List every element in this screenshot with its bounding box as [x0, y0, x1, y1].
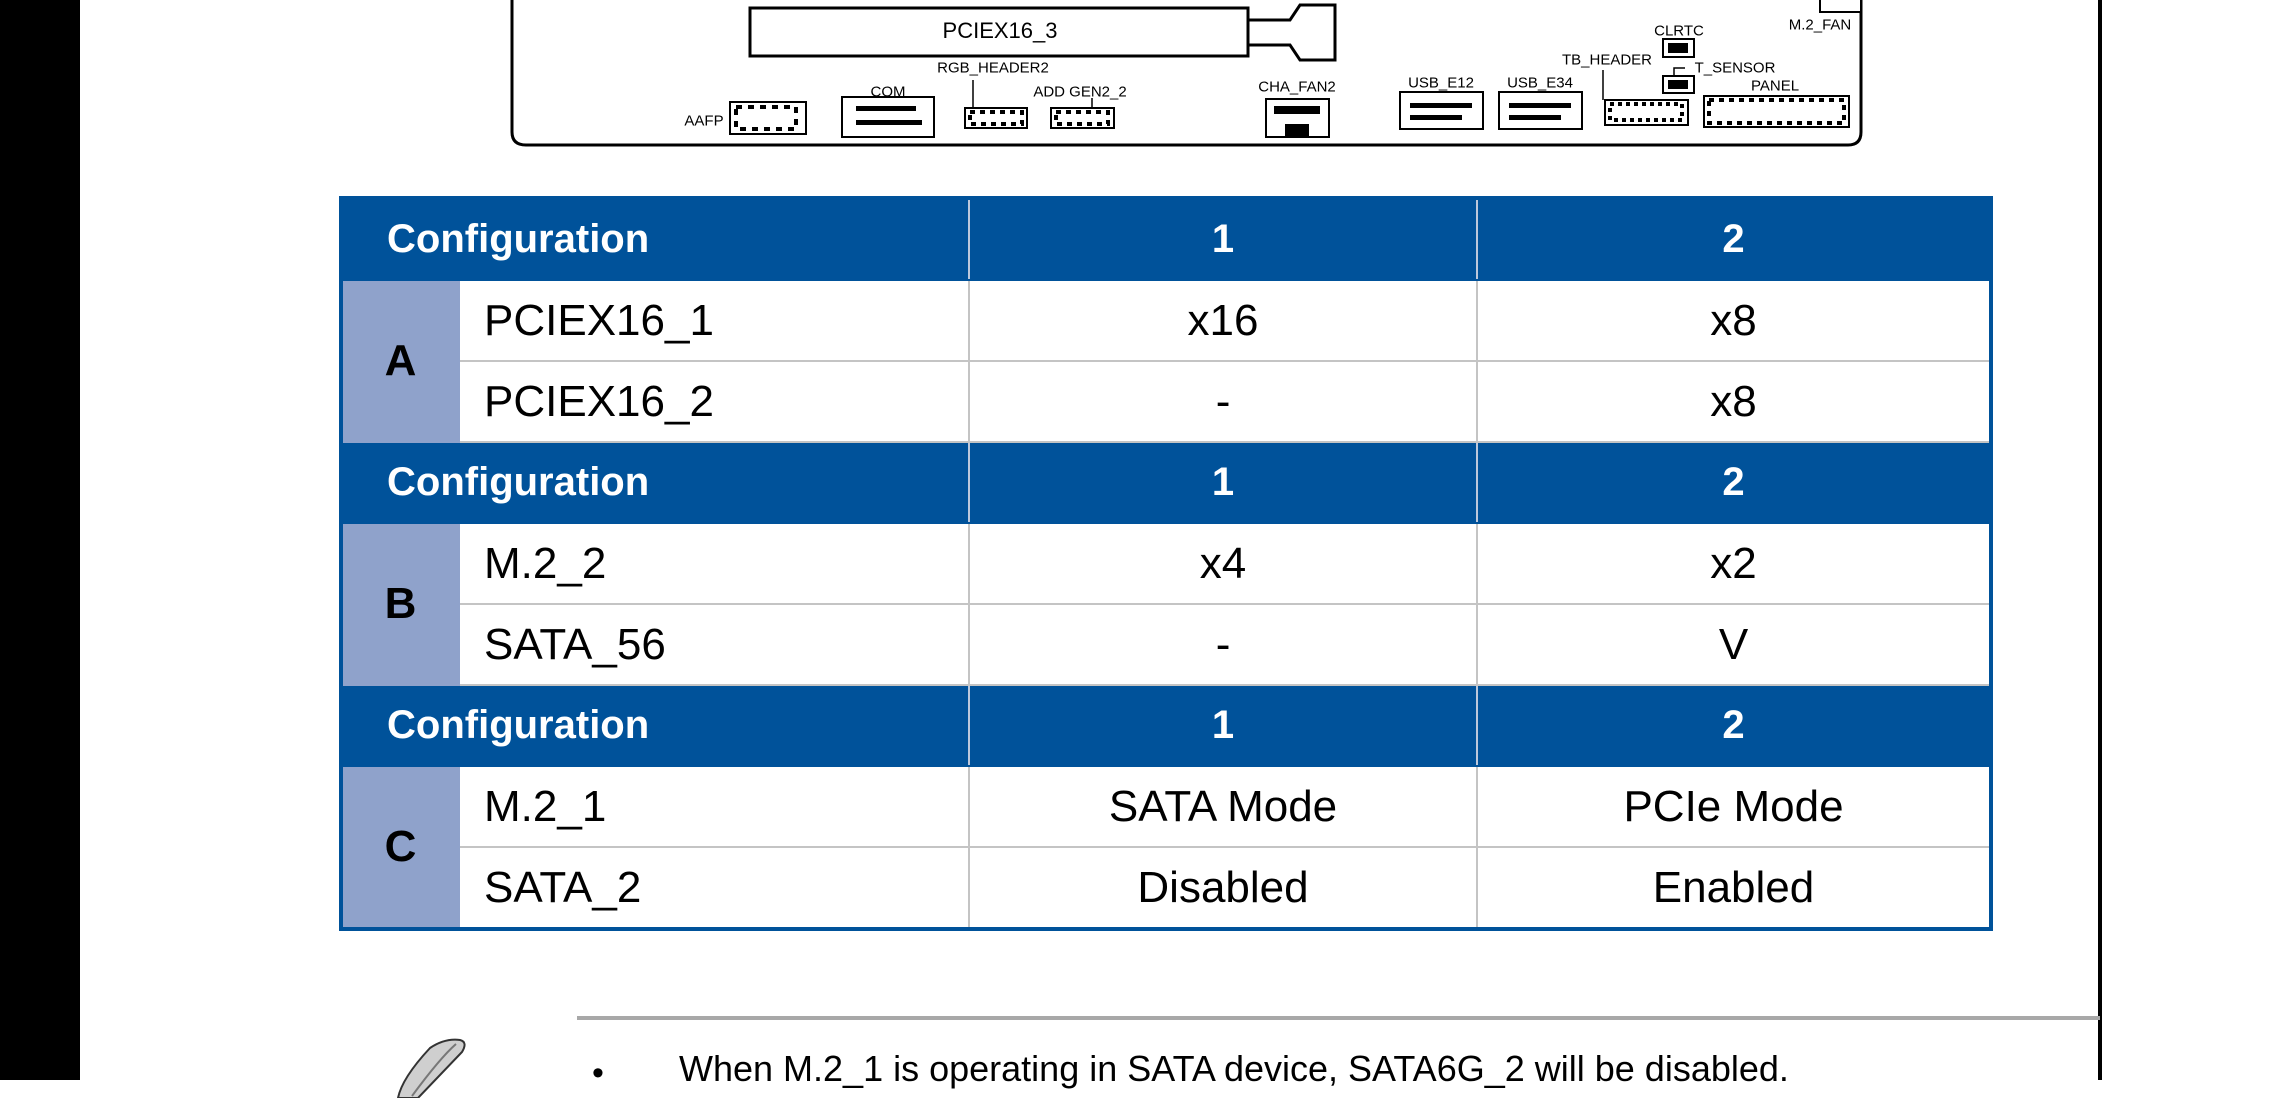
- label-panel: PANEL: [1750, 77, 1800, 95]
- label-usb-e12: USB_E12: [1408, 74, 1474, 92]
- cell-config-1: Disabled: [968, 846, 1479, 930]
- header-col-2: 2: [1476, 684, 1993, 767]
- row-name: PCIEX16_1: [457, 279, 971, 362]
- header-col-1: 1: [968, 441, 1479, 524]
- header-col-2: 2: [1476, 197, 1993, 281]
- row-name: M.2_1: [457, 765, 971, 848]
- label-rgb-header2: RGB_HEADER2: [937, 59, 1049, 77]
- cell-config-2: V: [1476, 603, 1993, 686]
- label-tb-header: TB_HEADER: [1561, 51, 1653, 69]
- note-pen-icon: [396, 1038, 466, 1098]
- header-configuration: Configuration: [339, 441, 971, 524]
- section-header-row: Configuration 1 2: [339, 197, 1993, 281]
- label-clrtc: CLRTC: [1654, 22, 1704, 40]
- slot-label-pciex16-3: PCIEX16_3: [942, 18, 1058, 43]
- header-configuration: Configuration: [339, 684, 971, 767]
- section-letter: C: [339, 765, 460, 930]
- table-row: C M.2_1 SATA Mode PCIe Mode: [339, 765, 1993, 930]
- left-dark-margin: [0, 0, 80, 1080]
- table-row: A PCIEX16_1 x16 x8: [339, 279, 1993, 443]
- row-name: SATA_2: [457, 846, 971, 930]
- header-configuration: Configuration: [339, 197, 971, 281]
- section-letter: A: [339, 279, 460, 443]
- section-letter: B: [339, 522, 460, 686]
- table-row: SATA_2 Disabled Enabled: [341, 846, 1993, 930]
- table-row: SATA_56 - V: [341, 603, 1993, 686]
- cell-config-1: x16: [968, 279, 1479, 362]
- header-col-1: 1: [968, 684, 1479, 767]
- label-com: COM: [870, 83, 906, 101]
- cell-config-2: x8: [1476, 360, 1993, 443]
- label-aafp: AAFP: [684, 112, 724, 130]
- row-name: PCIEX16_2: [457, 360, 971, 443]
- page-right-border: [2098, 0, 2102, 1080]
- table-row: PCIEX16_2 - x8: [341, 360, 1993, 443]
- header-col-1: 1: [968, 197, 1479, 281]
- row-name: M.2_2: [457, 522, 971, 605]
- row-name: SATA_56: [457, 603, 971, 686]
- cell-config-1: SATA Mode: [968, 765, 1479, 848]
- board-outline: [510, 0, 1863, 147]
- note-bullet: •: [592, 1054, 604, 1092]
- table-row: B M.2_2 x4 x2: [339, 522, 1993, 686]
- section-header-row: Configuration 1 2: [339, 684, 1993, 767]
- cell-config-1: -: [968, 360, 1479, 443]
- note-text: When M.2_1 is operating in SATA device, …: [679, 1048, 1789, 1089]
- configuration-table: Configuration 1 2 A PCIEX16_1 x16 x8 PCI…: [339, 196, 1994, 931]
- section-header-row: Configuration 1 2: [339, 441, 1993, 524]
- cell-config-2: Enabled: [1476, 846, 1993, 930]
- cell-config-2: x8: [1476, 279, 1993, 362]
- cell-config-2: PCIe Mode: [1476, 765, 1993, 848]
- label-m2-fan: M.2_FAN: [1788, 16, 1852, 34]
- label-usb-e34: USB_E34: [1507, 74, 1573, 92]
- cell-config-1: x4: [968, 522, 1479, 605]
- label-cha-fan2: CHA_FAN2: [1258, 78, 1336, 96]
- label-t-sensor: T_SENSOR: [1694, 59, 1776, 77]
- cell-config-1: -: [968, 603, 1479, 686]
- motherboard-layout-diagram: PCIEX16_3 RGB_HEADER2 COM ADD GEN2_2 AAF…: [0, 0, 2280, 160]
- cell-config-2: x2: [1476, 522, 1993, 605]
- label-add-gen2-2: ADD GEN2_2: [1033, 83, 1127, 101]
- header-col-2: 2: [1476, 441, 1993, 524]
- note-separator: [577, 1016, 2100, 1020]
